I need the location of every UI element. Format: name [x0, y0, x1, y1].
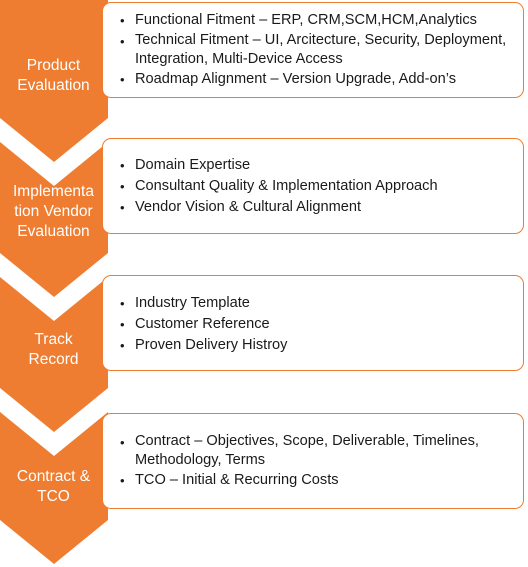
bullet-icon: •	[120, 200, 125, 215]
list-item: • Technical Fitment – UI, Arcitecture, S…	[120, 32, 507, 67]
step-3-details: • Industry Template • Customer Reference…	[102, 275, 524, 371]
bullet-icon: •	[120, 338, 125, 353]
list-item: • Customer Reference	[119, 314, 515, 335]
bullet-icon: •	[120, 158, 125, 173]
list-item: • Vendor Vision & Cultural Alignment	[119, 197, 515, 218]
step-1-label: Product Evaluation	[17, 57, 90, 94]
step-4-list: • Contract – Objectives, Scope, Delivera…	[119, 432, 515, 491]
step-2-label: Implementa tion Vendor Evaluation	[13, 183, 94, 240]
list-item: • Roadmap Alignment – Version Upgrade, A…	[119, 69, 515, 90]
step-1-list: • Functional Fitment – ERP, CRM,SCM,HCM,…	[119, 10, 515, 90]
list-item: • Functional Fitment – ERP, CRM,SCM,HCM,…	[119, 10, 515, 31]
bullet-icon: •	[120, 473, 125, 488]
list-item: • Contract – Objectives, Scope, Delivera…	[120, 433, 479, 468]
list-item: • TCO – Initial & Recurring Costs	[119, 470, 515, 491]
list-item: • Domain Expertise	[119, 155, 515, 176]
chevron-step-2	[0, 142, 108, 297]
step-3-list: • Industry Template • Customer Reference…	[119, 293, 515, 356]
list-item: • Consultant Quality & Implementation Ap…	[119, 176, 515, 197]
bullet-icon: •	[120, 34, 125, 49]
bullet-icon: •	[120, 317, 125, 332]
bullet-icon: •	[120, 72, 125, 87]
bullet-icon: •	[120, 179, 125, 194]
step-2-list: • Domain Expertise • Consultant Quality …	[119, 155, 515, 218]
step-4-label: Contract & TCO	[16, 468, 91, 505]
step-3-label: Track Record	[28, 331, 79, 368]
bullet-icon: •	[120, 435, 125, 450]
chevron-step-1	[0, 0, 108, 162]
list-item: • Proven Delivery Histroy	[119, 335, 515, 356]
step-2-details: • Domain Expertise • Consultant Quality …	[102, 138, 524, 234]
chevron-step-4	[0, 412, 108, 564]
chevron-step-3	[0, 277, 108, 432]
step-4-details: • Contract – Objectives, Scope, Delivera…	[102, 413, 524, 509]
step-1-details: • Functional Fitment – ERP, CRM,SCM,HCM,…	[102, 2, 524, 98]
bullet-icon: •	[120, 296, 125, 311]
bullet-icon: •	[120, 13, 125, 28]
list-item: • Industry Template	[119, 293, 515, 314]
